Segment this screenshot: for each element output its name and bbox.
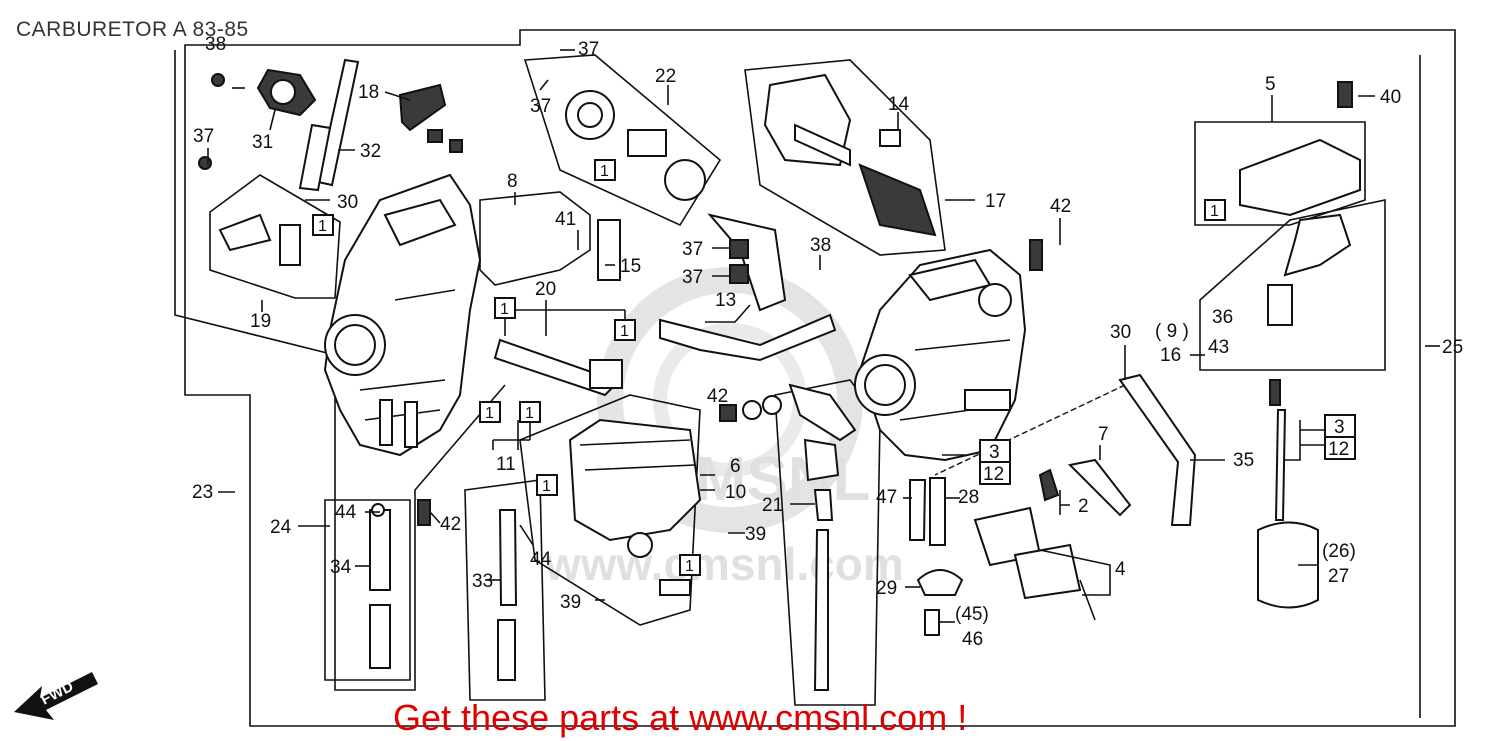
callout-35: 35 [1233, 450, 1254, 471]
callout-37-top: 37 [578, 39, 599, 60]
callout-13: 13 [715, 290, 736, 311]
callout-39-left: 39 [560, 592, 581, 613]
callout-20: 20 [535, 279, 556, 300]
left-sub-frame [174, 50, 506, 691]
box-marker: 1 [1210, 203, 1219, 220]
callout-12-center: 12 [983, 464, 1004, 485]
box-marker: 1 [500, 301, 509, 318]
callout-40: 40 [1380, 87, 1401, 108]
callout-21: 21 [762, 495, 783, 516]
group-8-outline [479, 191, 591, 286]
watermark-url: www.cmsnl.com [544, 538, 904, 590]
callout-39-right: 39 [745, 524, 766, 545]
callout-3-center: 3 [989, 442, 1000, 463]
callout-16: 16 [1160, 345, 1181, 366]
callout-28: 28 [958, 487, 979, 508]
left-carburetor-body [323, 173, 482, 457]
group-6-outline [519, 394, 701, 626]
callout-15: 15 [620, 256, 641, 277]
callout-29: 29 [876, 578, 897, 599]
callout-14: 14 [888, 94, 910, 115]
leader-lines [207, 49, 1440, 623]
reference-boxes: 1 1 1 1 1 1 1 1 1 [312, 159, 1356, 576]
callout-3-right: 3 [1334, 417, 1345, 438]
callout-5: 5 [1265, 74, 1276, 95]
callout-2: 2 [1078, 496, 1089, 517]
callout-42-left: 42 [440, 514, 461, 535]
callout-30-right: 30 [1110, 322, 1131, 343]
promo-link-text[interactable]: Get these parts at www.cmsnl.com ! [393, 697, 967, 738]
box-marker: 1 [485, 405, 494, 422]
callout-4: 4 [1115, 559, 1126, 580]
callout-25: 25 [1442, 337, 1463, 358]
callout-6: 6 [730, 456, 741, 477]
callout-11: 11 [496, 454, 516, 475]
box-marker: 1 [600, 163, 609, 180]
forward-direction-arrow: FWD [14, 672, 98, 720]
callout-7: 7 [1098, 424, 1109, 445]
callout-46: 46 [962, 629, 983, 650]
callout-17: 17 [985, 191, 1006, 212]
callout-32: 32 [360, 141, 381, 162]
box-marker: 1 [525, 405, 534, 422]
box-marker: 1 [685, 558, 694, 575]
callout-27: 27 [1328, 566, 1349, 587]
callout-37: 37 [193, 126, 214, 147]
diagram-title: CARBURETOR A 83-85 [16, 18, 249, 41]
callout-38: 38 [205, 34, 226, 55]
callout-30: 30 [337, 192, 358, 213]
callout-44-left: 44 [335, 502, 357, 523]
callout-36: 36 [1212, 307, 1233, 328]
callout-19: 19 [250, 311, 271, 332]
callout-43: 43 [1208, 337, 1229, 358]
callout-23: 23 [192, 482, 213, 503]
callout-37-upper: 37 [530, 96, 551, 117]
callout-10: 10 [725, 482, 746, 503]
callout-9: ( 9 ) [1155, 321, 1189, 342]
callout-26: (26) [1322, 541, 1356, 562]
callout-37-low: 37 [682, 267, 703, 288]
group-33-outline [464, 479, 546, 701]
callout-42-center: 42 [707, 386, 728, 407]
callout-33: 33 [472, 571, 493, 592]
group-17-outline [744, 59, 946, 256]
float-bowl [568, 418, 702, 596]
callout-45: (45) [955, 604, 989, 625]
callout-41: 41 [555, 209, 576, 230]
right-carburetor-body [854, 248, 1027, 462]
callout-31: 31 [252, 132, 273, 153]
assembly-frame [184, 29, 1456, 727]
callout-22: 22 [655, 66, 676, 87]
box-marker: 1 [542, 478, 551, 495]
callout-24: 24 [270, 517, 292, 538]
callout-34: 34 [330, 557, 352, 578]
callout-38-mid: 38 [810, 235, 831, 256]
group-24-outline [324, 499, 411, 681]
box-marker: 1 [318, 218, 327, 235]
group-19-outline [209, 174, 341, 299]
callout-47: 47 [876, 487, 897, 508]
callout-42-right: 42 [1050, 196, 1071, 217]
callout-12-right: 12 [1328, 439, 1349, 460]
misc-parts [198, 58, 1361, 691]
callout-8: 8 [507, 171, 518, 192]
group-16-outline [1199, 199, 1386, 371]
callout-18: 18 [358, 82, 379, 103]
box-marker: 1 [620, 323, 629, 340]
callout-44-center: 44 [530, 549, 552, 570]
callout-labels: 38 31 18 32 37 30 19 8 41 15 20 22 37 37… [192, 34, 1463, 650]
callout-37-mid: 37 [682, 239, 703, 260]
group-21-outline [774, 379, 881, 706]
